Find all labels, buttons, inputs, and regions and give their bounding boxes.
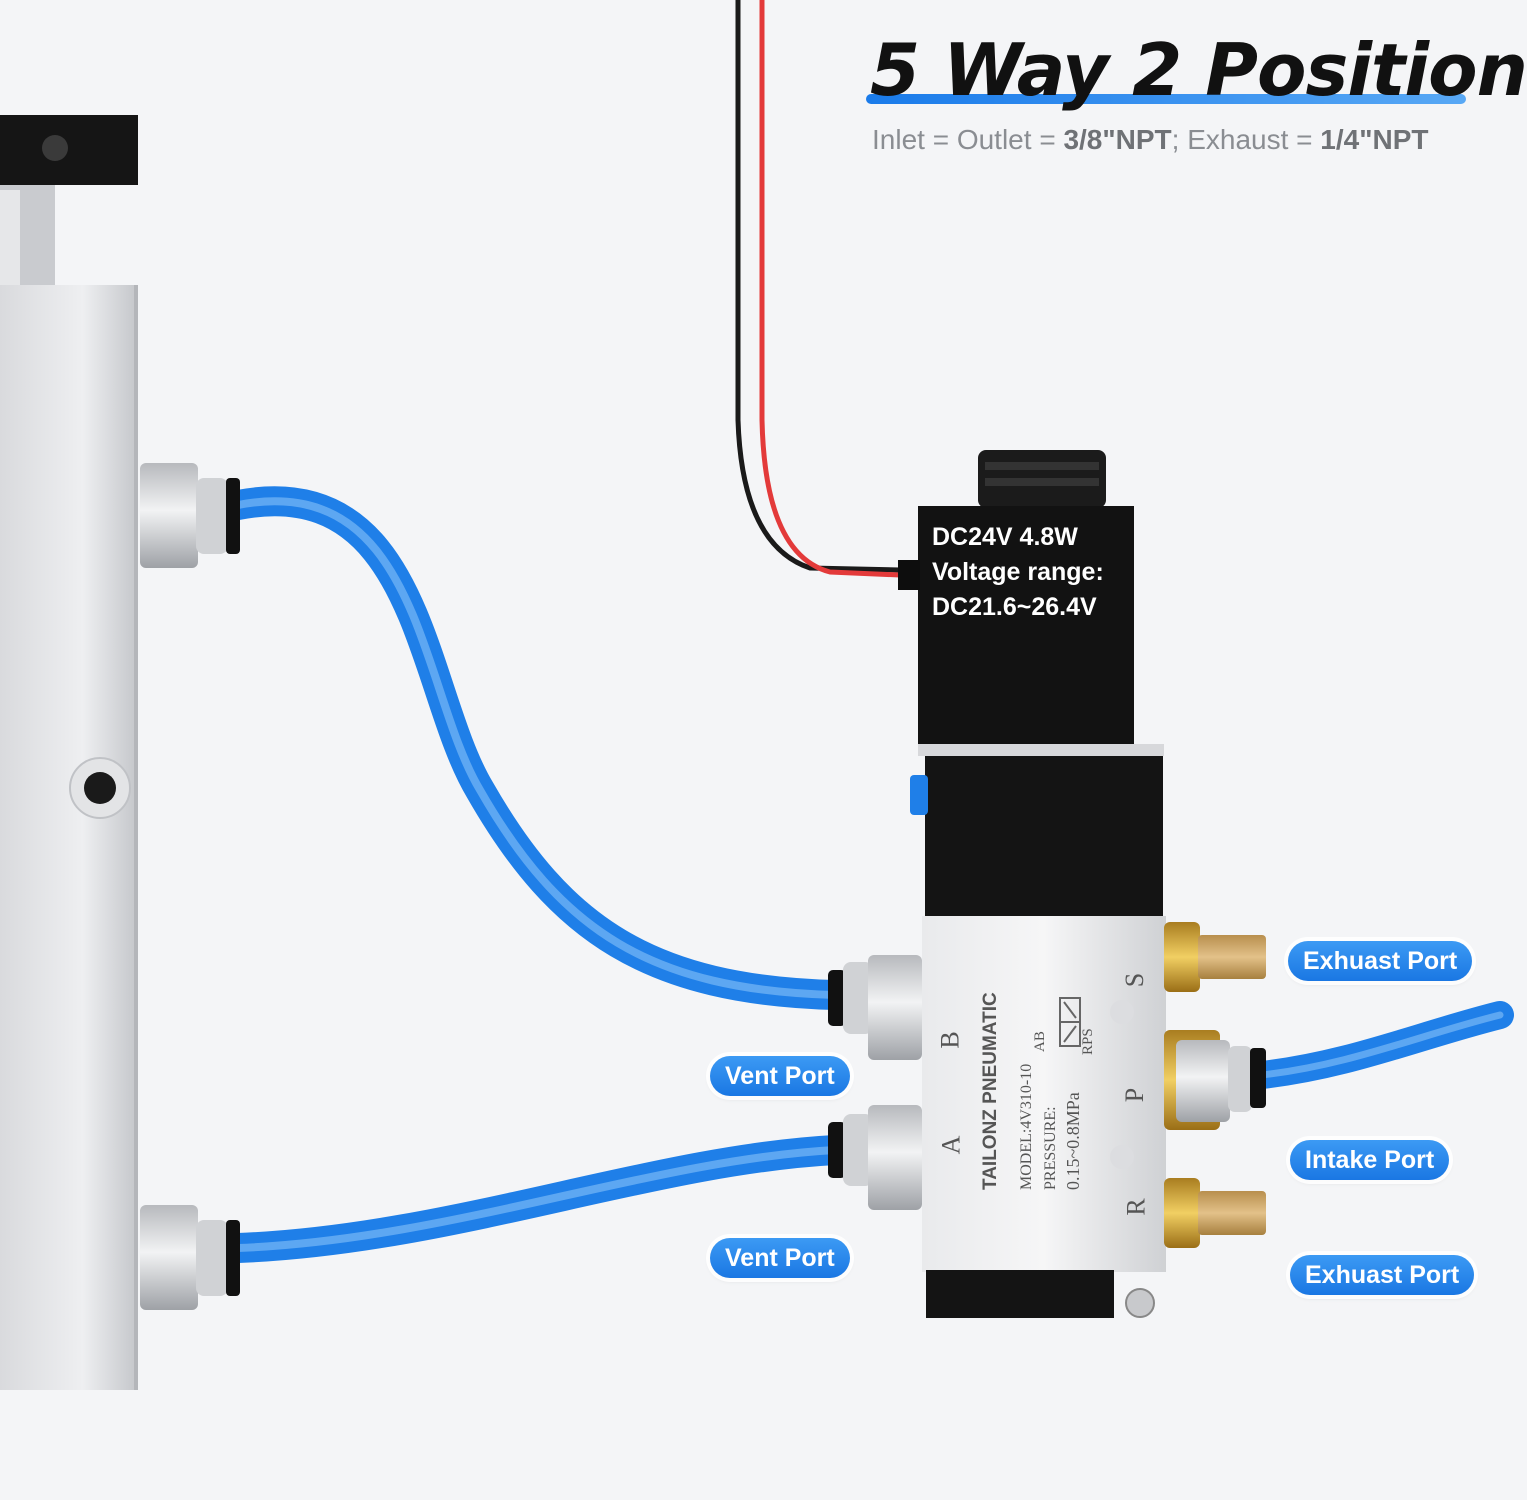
exhaust-muffler-upper [1164, 922, 1266, 992]
page-title: 5 Way 2 Position [870, 28, 1527, 112]
port-letter-r: R [1121, 1198, 1151, 1216]
cylinder-upper-fitting [140, 463, 240, 568]
intake-port-label: Intake Port [1290, 1140, 1450, 1180]
subtitle-inlet-size: 3/8"NPT [1063, 124, 1172, 155]
subtitle-inlet-text: Inlet = Outlet = [872, 124, 1064, 155]
air-cylinder [0, 115, 138, 1390]
coil-power: DC24V 4.8W [932, 523, 1078, 551]
cylinder-lower-fitting [140, 1205, 240, 1310]
valve-pressure-label: PRESSURE: [1042, 1106, 1059, 1190]
coil-voltage-range: DC21.6~26.4V [932, 593, 1097, 621]
port-letter-b: B [935, 1031, 965, 1049]
valve-model: MODEL:4V310-10 [1018, 1063, 1035, 1190]
coil-voltage-label: Voltage range: [932, 558, 1104, 586]
solenoid-valve [898, 450, 1166, 1318]
valve-pressure-value: 0.15~0.8MPa [1063, 1092, 1083, 1190]
valve-port-a-fitting [828, 1105, 922, 1210]
power-wires [735, 0, 901, 578]
title-underline [866, 94, 1466, 104]
valve-port-b-fitting [828, 955, 922, 1060]
port-size-subtitle: Inlet = Outlet = 3/8"NPT; Exhaust = 1/4"… [872, 124, 1429, 156]
exhaust-port-lower-label: Exhuast Port [1290, 1255, 1475, 1295]
subtitle-exhaust-text: ; Exhaust = [1171, 124, 1321, 155]
valve-symbol-bottom-label: RPS [1080, 1028, 1096, 1055]
port-letter-s: S [1120, 972, 1150, 988]
coil-spec-text: DC24V 4.8W Voltage range: DC21.6~26.4V [932, 520, 1104, 625]
port-letter-p: P [1120, 1087, 1150, 1103]
valve-brand: TAILONZ PNEUMATIC [980, 992, 1001, 1190]
vent-port-lower-label: Vent Port [710, 1238, 850, 1278]
air-tubes [223, 486, 1514, 1263]
valve-symbol-top-label: AB [1032, 1031, 1048, 1052]
vent-port-upper-label: Vent Port [710, 1056, 850, 1096]
subtitle-exhaust-size: 1/4"NPT [1320, 124, 1429, 155]
exhaust-muffler-lower [1164, 1178, 1266, 1248]
intake-fitting [1164, 1030, 1266, 1130]
port-letter-a: A [936, 1135, 966, 1155]
exhaust-port-upper-label: Exhuast Port [1288, 941, 1473, 981]
valve-symbol-icon [1059, 997, 1081, 1047]
